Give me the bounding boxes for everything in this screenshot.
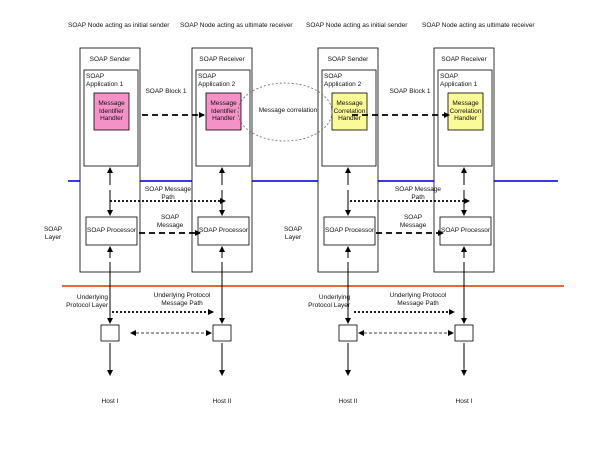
processor-label: SOAP Processor xyxy=(198,227,248,235)
application-label: SOAP Application 2 xyxy=(198,73,236,88)
soap-block-label-right: SOAP Block 1 xyxy=(389,88,431,95)
message-path-label-right: SOAP Message Path xyxy=(394,186,442,201)
soap-processor-box xyxy=(439,216,492,246)
soap-message-label-right: SOAP Message xyxy=(399,214,427,229)
protocol-box xyxy=(454,324,474,342)
soap-layer-label-left: SOAP Layer xyxy=(43,226,63,241)
processor-label: SOAP Processor xyxy=(440,227,490,235)
host-label: Host I xyxy=(101,398,119,405)
message-path-label-left: SOAP Message Path xyxy=(144,186,192,201)
underlying-path-label-right: Underlying Protocol Message Path xyxy=(389,292,447,307)
processor-label: SOAP Processor xyxy=(86,227,136,235)
node-role-label: SOAP Node acting as initial sender xyxy=(306,22,408,29)
handler-label: Message Identifier Handler xyxy=(98,100,125,123)
protocol-box xyxy=(212,324,232,342)
underlying-path-label-left: Underlying Protocol Message Path xyxy=(153,292,211,307)
handler-box xyxy=(205,92,242,131)
node-title-label: SOAP Receiver xyxy=(199,56,245,63)
host-label: Host I xyxy=(455,398,473,405)
message-correlation-ellipse xyxy=(237,82,333,142)
application-label: SOAP Application 1 xyxy=(86,73,124,88)
handler-label: Message Correlation Handler xyxy=(333,100,366,123)
host-label: Host II xyxy=(338,398,358,405)
node-role-label: SOAP Node acting as ultimate receiver xyxy=(180,22,293,29)
handler-label: Message Correlation Handler xyxy=(449,100,482,123)
soap-message-label-left: SOAP Message xyxy=(156,214,184,229)
handler-box xyxy=(331,92,368,131)
soap-layer-label-right: SOAP Layer xyxy=(283,226,303,241)
soap-block-label-left: SOAP Block 1 xyxy=(145,88,187,95)
node-title-label: SOAP Sender xyxy=(327,56,369,63)
message-correlation-label: Message correlation xyxy=(258,107,318,114)
node-role-label: SOAP Node acting as initial sender xyxy=(68,22,170,29)
underlying-layer-label-left: Underlying Protocol Layer xyxy=(66,294,108,309)
soap-processor-box xyxy=(323,216,376,246)
protocol-box xyxy=(338,324,358,342)
node-title-label: SOAP Receiver xyxy=(441,56,487,63)
node-role-label: SOAP Node acting as ultimate receiver xyxy=(422,22,535,29)
protocol-box xyxy=(100,324,120,342)
underlying-layer-label-right: Underlying Protocol Layer xyxy=(308,294,350,309)
handler-box xyxy=(93,92,130,131)
soap-processor-box xyxy=(85,216,138,246)
application-label: SOAP Application 1 xyxy=(440,73,478,88)
soap-processor-box xyxy=(197,216,250,246)
host-label: Host II xyxy=(212,398,232,405)
node-title-label: SOAP Sender xyxy=(89,56,131,63)
processor-label: SOAP Processor xyxy=(324,227,374,235)
application-label: SOAP Application 2 xyxy=(324,73,362,88)
handler-label: Message Identifier Handler xyxy=(210,100,237,123)
handler-box xyxy=(447,92,484,131)
